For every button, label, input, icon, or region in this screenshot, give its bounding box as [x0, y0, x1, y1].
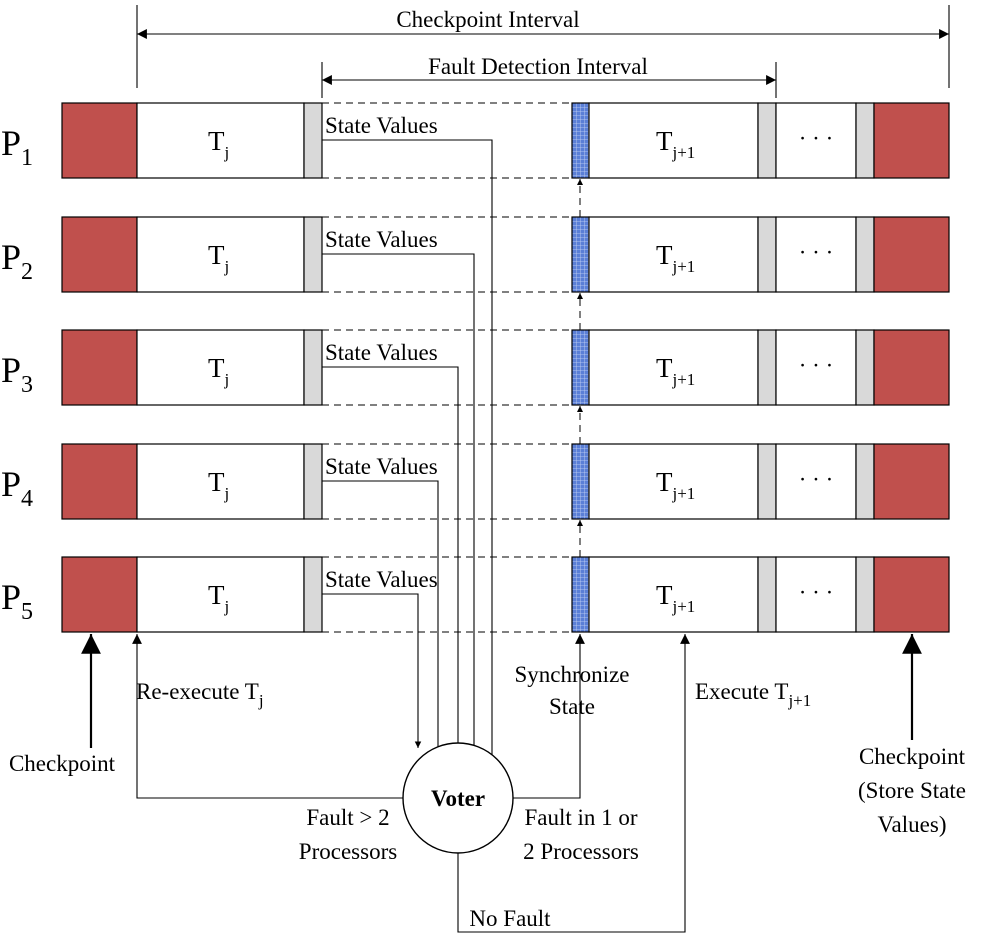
- state-values-block: [303, 216, 323, 293]
- processor-row: P1 Tj State Values Tj+1 · · ·: [1, 102, 950, 179]
- fault-detection-interval-label: Fault Detection Interval: [428, 54, 648, 79]
- more-tasks-ellipsis: · · ·: [799, 467, 833, 492]
- checkpoint-store-label-line3: Values): [878, 812, 947, 837]
- more-tasks-ellipsis: · · ·: [799, 353, 833, 378]
- task-j-plus-1-label: Tj+1: [656, 580, 695, 616]
- state-values-block-final: [855, 102, 875, 179]
- task-j-plus-1-label: Tj+1: [656, 240, 695, 276]
- state-values-block-final: [855, 443, 875, 520]
- synchronize-label-line2: State: [549, 694, 595, 719]
- state-values-block-next: [757, 443, 777, 520]
- task-j-block: [136, 329, 305, 406]
- state-values-label: State Values: [325, 113, 438, 138]
- state-values-label: State Values: [325, 227, 438, 252]
- task-j-block: [136, 216, 305, 293]
- processor-row: P4 Tj State Values Tj+1 · · ·: [1, 443, 950, 520]
- processor-row: P2 Tj State Values Tj+1 · · ·: [1, 216, 950, 293]
- task-j-plus-1-block: [588, 556, 759, 633]
- checkpoint-block-end: [873, 216, 950, 293]
- task-j-label: Tj: [208, 467, 229, 503]
- state-values-block: [303, 102, 323, 179]
- processor-label: P2: [1, 237, 33, 285]
- checkpoint-label: Checkpoint: [9, 751, 116, 776]
- state-values-line-p4: [322, 480, 442, 770]
- processor-row: P3 Tj State Values Tj+1 · · ·: [1, 329, 950, 406]
- state-values-label: State Values: [325, 340, 438, 365]
- state-values-label: State Values: [325, 454, 438, 479]
- sync-block: [571, 443, 590, 520]
- re-execute-label: Re-execute Tj: [136, 679, 264, 710]
- checkpoint-store-label-line1: Checkpoint: [859, 744, 966, 769]
- checkpoint-block: [61, 556, 138, 633]
- state-values-block: [303, 329, 323, 406]
- state-values-block-final: [855, 216, 875, 293]
- task-j-plus-1-block: [588, 216, 759, 293]
- task-j-block: [136, 556, 305, 633]
- fault-gt2-label-line1: Fault > 2: [306, 805, 389, 830]
- processor-label: P5: [1, 577, 33, 625]
- state-values-block: [303, 556, 323, 633]
- task-j-block: [136, 102, 305, 179]
- more-tasks-ellipsis: · · ·: [799, 126, 833, 151]
- checkpoint-block-end: [873, 102, 950, 179]
- checkpoint-block-end: [873, 556, 950, 633]
- state-values-line-p3: [322, 366, 462, 767]
- synchronize-label-line1: Synchronize: [515, 662, 630, 687]
- state-values-block-next: [757, 556, 777, 633]
- state-values-line-p2: [322, 253, 478, 780]
- checkpoint-block: [61, 443, 138, 520]
- voter-label: Voter: [431, 786, 485, 811]
- synchronize-arrow: [513, 634, 585, 799]
- task-j-plus-1-label: Tj+1: [656, 126, 695, 162]
- more-tasks-ellipsis: · · ·: [799, 580, 833, 605]
- state-values-block-final: [855, 556, 875, 633]
- fault-1or2-label-line1: Fault in 1 or: [524, 805, 637, 830]
- sync-block: [571, 216, 590, 293]
- checkpoint-block: [61, 216, 138, 293]
- execute-label: Execute Tj+1: [695, 679, 811, 710]
- state-values-block-next: [757, 216, 777, 293]
- no-fault-label: No Fault: [469, 906, 551, 931]
- task-j-plus-1-block: [588, 443, 759, 520]
- task-j-label: Tj: [208, 126, 229, 162]
- sync-block: [571, 102, 590, 179]
- task-j-label: Tj: [208, 240, 229, 276]
- task-j-label: Tj: [208, 580, 229, 616]
- fault-gt2-label-line2: Processors: [299, 839, 397, 864]
- state-values-block-next: [757, 102, 777, 179]
- more-tasks-block: [775, 216, 857, 293]
- state-values-line-p5: [322, 593, 422, 748]
- checkpoint-store-label-line2: (Store State: [858, 778, 966, 803]
- state-values-block-final: [855, 329, 875, 406]
- sync-block: [571, 329, 590, 406]
- state-values-block-next: [757, 329, 777, 406]
- processor-label: P3: [1, 350, 33, 398]
- checkpoint-interval-label: Checkpoint Interval: [396, 7, 579, 32]
- state-values-line-p1: [322, 139, 496, 803]
- state-values-label: State Values: [325, 567, 438, 592]
- processor-label: P4: [1, 464, 33, 512]
- task-j-plus-1-block: [588, 329, 759, 406]
- execute-arrow: [457, 634, 690, 933]
- task-j-plus-1-block: [588, 102, 759, 179]
- checkpoint-block: [61, 102, 138, 179]
- re-execute-arrow: [132, 634, 403, 799]
- state-values-block: [303, 443, 323, 520]
- checkpoint-block-end: [873, 329, 950, 406]
- checkpoint-block-end: [873, 443, 950, 520]
- more-tasks-ellipsis: · · ·: [799, 240, 833, 265]
- processor-label: P1: [1, 123, 33, 171]
- processor-rows: P1 Tj State Values Tj+1 · · · P2 Tj Stat…: [1, 102, 950, 633]
- more-tasks-block: [775, 102, 857, 179]
- fault-1or2-label-line2: 2 Processors: [523, 839, 639, 864]
- sync-block: [571, 556, 590, 633]
- more-tasks-block: [775, 443, 857, 520]
- task-j-plus-1-label: Tj+1: [656, 353, 695, 389]
- task-j-plus-1-label: Tj+1: [656, 467, 695, 503]
- task-j-label: Tj: [208, 353, 229, 389]
- processor-row: P5 Tj State Values Tj+1 · · ·: [1, 556, 950, 633]
- checkpoint-block: [61, 329, 138, 406]
